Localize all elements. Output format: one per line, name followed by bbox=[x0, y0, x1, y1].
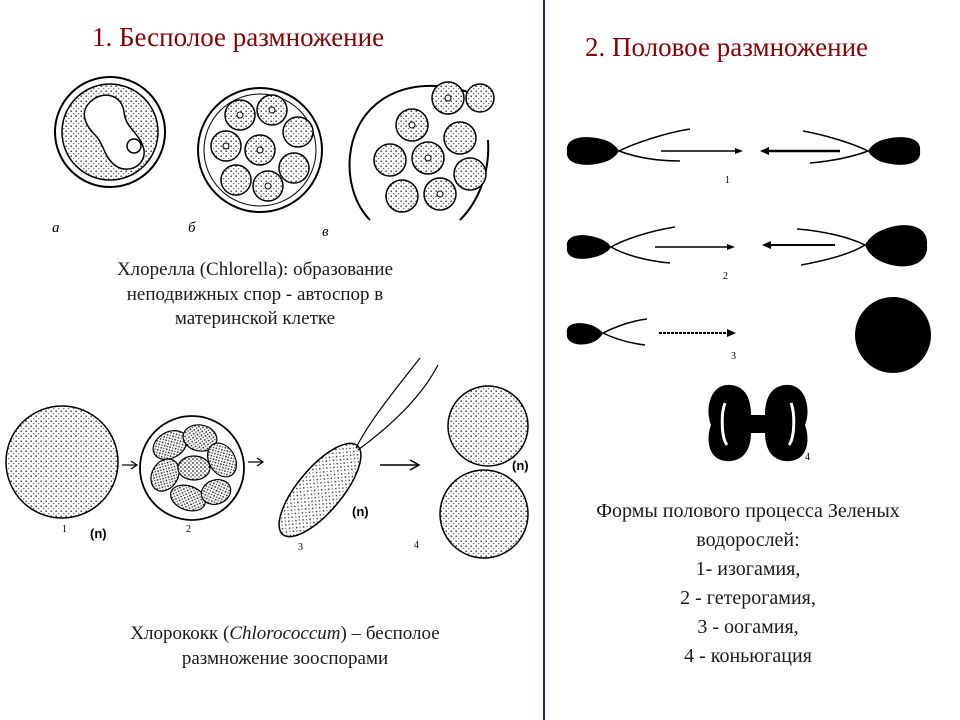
chlorella-caption-line-2: неподвижных спор - автоспор в bbox=[126, 283, 384, 305]
sexual-process-diagram: 1 2 3 4 bbox=[566, 128, 931, 463]
isogamy-row bbox=[566, 128, 921, 165]
ploidy-label-stage-1: (n) bbox=[90, 526, 107, 541]
section-divider bbox=[543, 0, 545, 720]
forms-line-3: 1- изогамия, bbox=[695, 558, 801, 580]
ploidy-label-stage-4: (n) bbox=[512, 458, 529, 473]
chlorella-cell-a bbox=[54, 76, 166, 188]
chlorella-caption-line-3: материнской клетке bbox=[174, 308, 336, 330]
stage-label-4: 4 bbox=[414, 540, 419, 551]
chlorella-caption: Хлорелла (Chlorella): образование неподв… bbox=[60, 258, 450, 332]
diagram-label-3: 3 bbox=[731, 351, 736, 362]
oogamy-row bbox=[566, 297, 931, 373]
caption-prefix: Хлорококк ( bbox=[130, 623, 230, 644]
forms-line-5: 3 - оогамия, bbox=[697, 616, 799, 638]
asexual-title: 1. Бесполое размножение bbox=[92, 22, 385, 52]
stage-label-2: 2 bbox=[186, 524, 191, 535]
chlorococcum-stage-4 bbox=[439, 385, 529, 559]
sexual-title: 2. Половое размножение bbox=[585, 32, 869, 62]
chlorella-cell-c bbox=[348, 81, 495, 221]
stage-label-3: 3 bbox=[298, 542, 303, 553]
chlorella-cell-b bbox=[197, 87, 323, 213]
forms-line-4: 2 - гетерогамия, bbox=[680, 587, 816, 609]
chlorococcum-stage-3 bbox=[278, 357, 439, 538]
forms-line-1: Формы полового процесса Зеленых bbox=[596, 500, 900, 522]
fig-label-b: б bbox=[188, 220, 196, 236]
chlorella-figure: а б в bbox=[52, 76, 495, 240]
forms-line-6: 4 - коньюгация bbox=[684, 645, 812, 667]
stage-label-1: 1 bbox=[62, 524, 67, 535]
fig-label-c: в bbox=[322, 224, 329, 240]
chlorococcum-stage-1 bbox=[5, 405, 119, 519]
caption-suffix: ) – бесполое bbox=[340, 623, 440, 644]
chlorococcum-stage-2 bbox=[139, 415, 245, 521]
caption-genus: Chlorococcum bbox=[229, 623, 341, 644]
chlorococcum-caption: Хлорококк (Chlorococcum) – бесполое разм… bbox=[60, 622, 510, 671]
conjugation-row bbox=[708, 384, 808, 462]
chlorococcum-caption-line-1: Хлорококк (Chlorococcum) – бесполое bbox=[60, 622, 510, 647]
diagram-label-4: 4 bbox=[805, 452, 810, 463]
chlorella-caption-line-1: Хлорелла (Chlorella): образование bbox=[116, 259, 394, 280]
ploidy-label-stage-3: (n) bbox=[352, 504, 369, 519]
heterogamy-row bbox=[566, 225, 928, 267]
sexual-forms-list: Формы полового процесса Зеленых водоросл… bbox=[546, 497, 950, 671]
diagram-label-2: 2 bbox=[723, 271, 728, 282]
diagram-label-1: 1 bbox=[725, 175, 730, 186]
chlorococcum-caption-line-2: размножение зооспорами bbox=[181, 647, 389, 669]
chlorococcum-figure: 1 2 3 4 (n) (n) (n) bbox=[5, 357, 529, 559]
forms-line-2: водорослей: bbox=[696, 529, 800, 551]
fig-label-a: а bbox=[52, 220, 60, 236]
